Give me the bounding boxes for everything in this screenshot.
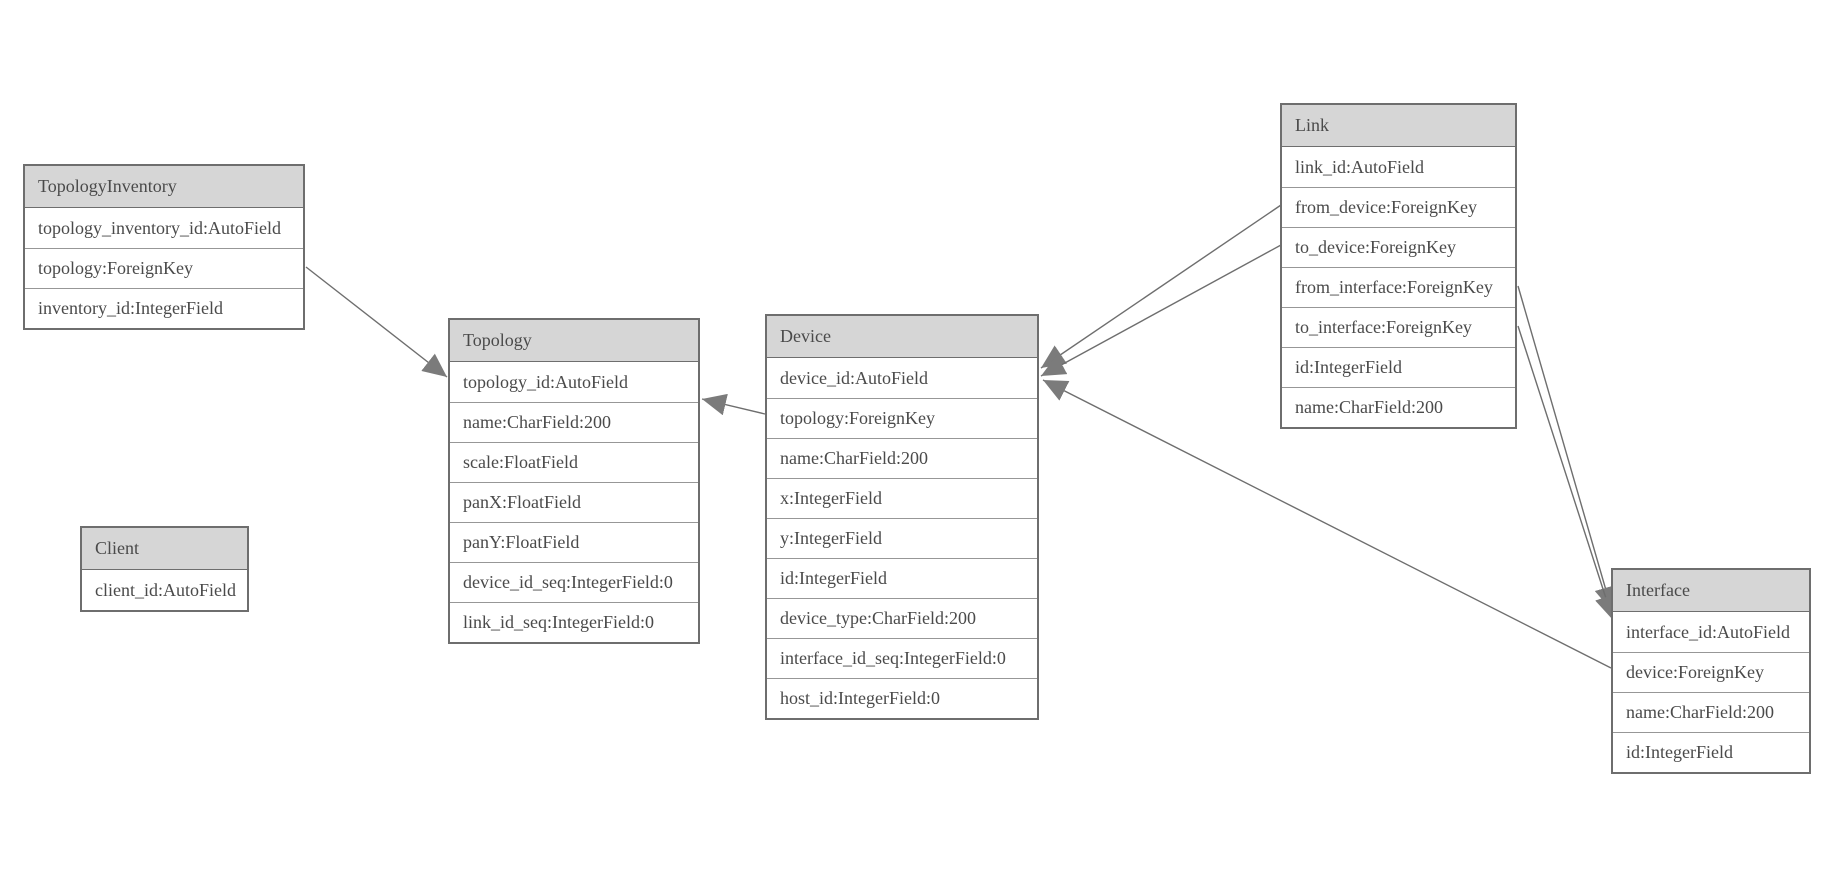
entity-field-row: topology:ForeignKey (767, 398, 1037, 438)
entity-link-title: Link (1282, 105, 1515, 147)
entity-topologyinventory-title: TopologyInventory (25, 166, 303, 208)
entity-field-row: to_device:ForeignKey (1282, 227, 1515, 267)
entity-device: Device device_id:AutoField topology:Fore… (765, 314, 1039, 720)
entity-client-title: Client (82, 528, 247, 570)
entity-interface-title: Interface (1613, 570, 1809, 612)
entity-field-row: y:IntegerField (767, 518, 1037, 558)
entity-topology: Topology topology_id:AutoField name:Char… (448, 318, 700, 644)
entity-field-row: topology:ForeignKey (25, 248, 303, 288)
entity-field-row: link_id:AutoField (1282, 147, 1515, 187)
edge-device-topology (701, 393, 766, 416)
entity-device-title: Device (767, 316, 1037, 358)
entity-field-row: name:CharField:200 (767, 438, 1037, 478)
entity-field-row: interface_id:AutoField (1613, 612, 1809, 652)
entity-field-row: x:IntegerField (767, 478, 1037, 518)
entity-field-row: interface_id_seq:IntegerField:0 (767, 638, 1037, 678)
entity-field-row: panX:FloatField (450, 482, 698, 522)
edge-link-from-device (1040, 204, 1282, 369)
entity-field-row: from_device:ForeignKey (1282, 187, 1515, 227)
entity-field-row: topology_id:AutoField (450, 362, 698, 402)
entity-field-row: scale:FloatField (450, 442, 698, 482)
edge-interface-device (1042, 379, 1612, 669)
entity-topologyinventory: TopologyInventory topology_inventory_id:… (23, 164, 305, 330)
entity-field-row: inventory_id:IntegerField (25, 288, 303, 328)
entity-interface: Interface interface_id:AutoField device:… (1611, 568, 1811, 774)
entity-field-row: panY:FloatField (450, 522, 698, 562)
entity-field-row: device_type:CharField:200 (767, 598, 1037, 638)
entity-field-row: name:CharField:200 (450, 402, 698, 442)
entity-field-row: client_id:AutoField (82, 570, 247, 610)
entity-field-row: device:ForeignKey (1613, 652, 1809, 692)
entity-field-row: id:IntegerField (767, 558, 1037, 598)
edge-link-from-interface (1517, 285, 1616, 612)
entity-field-row: device_id:AutoField (767, 358, 1037, 398)
entity-topology-title: Topology (450, 320, 698, 362)
entity-field-row: id:IntegerField (1282, 347, 1515, 387)
edge-topologyinventory-topology (305, 266, 448, 378)
entity-link: Link link_id:AutoField from_device:Forei… (1280, 103, 1517, 429)
entity-field-row: link_id_seq:IntegerField:0 (450, 602, 698, 642)
entity-client: Client client_id:AutoField (80, 526, 249, 612)
edge-link-to-interface (1517, 325, 1617, 621)
edge-link-to-device (1040, 244, 1282, 377)
entity-field-row: host_id:IntegerField:0 (767, 678, 1037, 718)
entity-field-row: name:CharField:200 (1613, 692, 1809, 732)
entity-field-row: from_interface:ForeignKey (1282, 267, 1515, 307)
entity-field-row: id:IntegerField (1613, 732, 1809, 772)
entity-field-row: name:CharField:200 (1282, 387, 1515, 427)
entity-field-row: device_id_seq:IntegerField:0 (450, 562, 698, 602)
entity-field-row: to_interface:ForeignKey (1282, 307, 1515, 347)
entity-field-row: topology_inventory_id:AutoField (25, 208, 303, 248)
